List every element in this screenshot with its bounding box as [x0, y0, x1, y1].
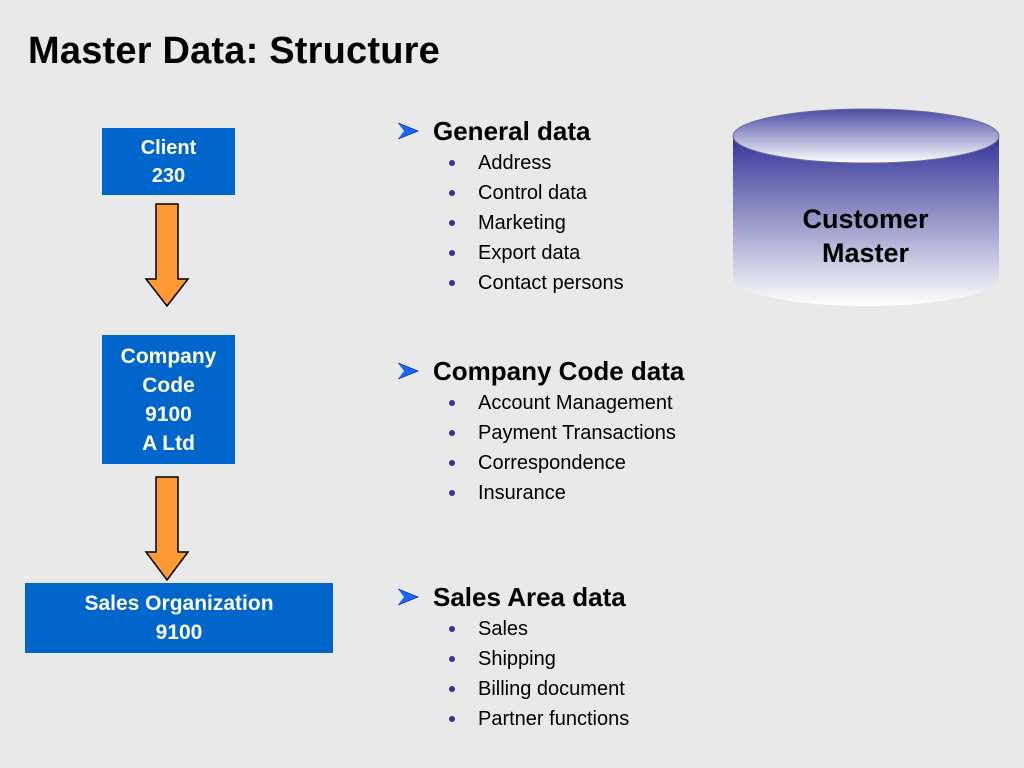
- section-title: Company Code data: [433, 355, 685, 386]
- list-item-text: Billing document: [478, 677, 625, 700]
- list-item-text: Shipping: [478, 647, 556, 670]
- bullet-icon: [449, 160, 455, 166]
- database-cylinder-icon: [732, 108, 1000, 306]
- bullet-icon: [449, 400, 455, 406]
- client-box: Client 230: [102, 128, 235, 195]
- arrowhead-bullet-icon: [397, 362, 420, 380]
- list-item: Control data: [396, 178, 624, 208]
- list-item-text: Correspondence: [478, 451, 626, 474]
- bullet-icon: [449, 460, 455, 466]
- list-item: Address: [396, 148, 624, 178]
- list-item: Account Management: [396, 388, 684, 418]
- bullet-icon: [449, 430, 455, 436]
- bullet-icon: [449, 716, 455, 722]
- company-code-box: Company Code 9100 A Ltd: [102, 335, 235, 464]
- arrowhead-bullet-icon: [397, 588, 420, 606]
- list-item-text: Marketing: [478, 211, 566, 234]
- sales-organization-box: Sales Organization 9100: [25, 583, 333, 653]
- bullet-icon: [449, 280, 455, 286]
- slide-title: Master Data: Structure: [28, 30, 440, 72]
- list-item: Billing document: [396, 674, 629, 704]
- bullet-icon: [449, 626, 455, 632]
- section-sales-area-data: Sales Area data Sales Shipping Billing d…: [396, 580, 629, 734]
- list-item: Partner functions: [396, 704, 629, 734]
- list-item: Marketing: [396, 208, 624, 238]
- list-item: Sales: [396, 614, 629, 644]
- sales-org-number: 9100: [155, 621, 203, 644]
- list-item-text: Export data: [478, 241, 581, 264]
- section-title: General data: [433, 115, 591, 146]
- bullet-icon: [449, 686, 455, 692]
- list-item-text: Payment Transactions: [478, 421, 676, 444]
- bullet-icon: [449, 250, 455, 256]
- list-item-text: Address: [478, 151, 552, 174]
- bullet-icon: [449, 220, 455, 226]
- bullet-icon: [449, 190, 455, 196]
- customer-master-line-1: Customer: [802, 204, 929, 234]
- list-item: Shipping: [396, 644, 629, 674]
- section-title: Sales Area data: [433, 581, 626, 612]
- list-item: Export data: [396, 238, 624, 268]
- section-company-code-data: Company Code data Account Management Pay…: [396, 354, 684, 508]
- list-item-text: Sales: [478, 617, 529, 640]
- list-item-text: Account Management: [478, 391, 673, 414]
- customer-master-label: Customer Master: [733, 202, 998, 270]
- list-item: Contact persons: [396, 268, 624, 298]
- list-item: Correspondence: [396, 448, 684, 478]
- arrowhead-bullet-icon: [397, 122, 420, 140]
- customer-master-line-2: Master: [821, 238, 910, 268]
- list-item-text: Partner functions: [478, 707, 630, 730]
- client-label: Client: [140, 136, 197, 159]
- company-code-line-1: Company: [120, 344, 217, 368]
- section-general-data: General data Address Control data Market…: [396, 114, 624, 298]
- list-item-text: Insurance: [478, 481, 566, 504]
- list-item-text: Contact persons: [478, 271, 624, 294]
- bullet-icon: [449, 656, 455, 662]
- list-item: Payment Transactions: [396, 418, 684, 448]
- list-item: Insurance: [396, 478, 684, 508]
- list-item-text: Control data: [478, 181, 587, 204]
- down-arrow-icon: [144, 476, 190, 582]
- company-code-number: 9100: [145, 402, 192, 426]
- company-code-line-2: Code: [142, 373, 195, 397]
- client-number: 230: [151, 164, 186, 187]
- down-arrow-icon: [144, 203, 190, 308]
- sales-org-label: Sales Organization: [84, 592, 274, 615]
- company-code-name: A Ltd: [142, 431, 195, 455]
- bullet-icon: [449, 490, 455, 496]
